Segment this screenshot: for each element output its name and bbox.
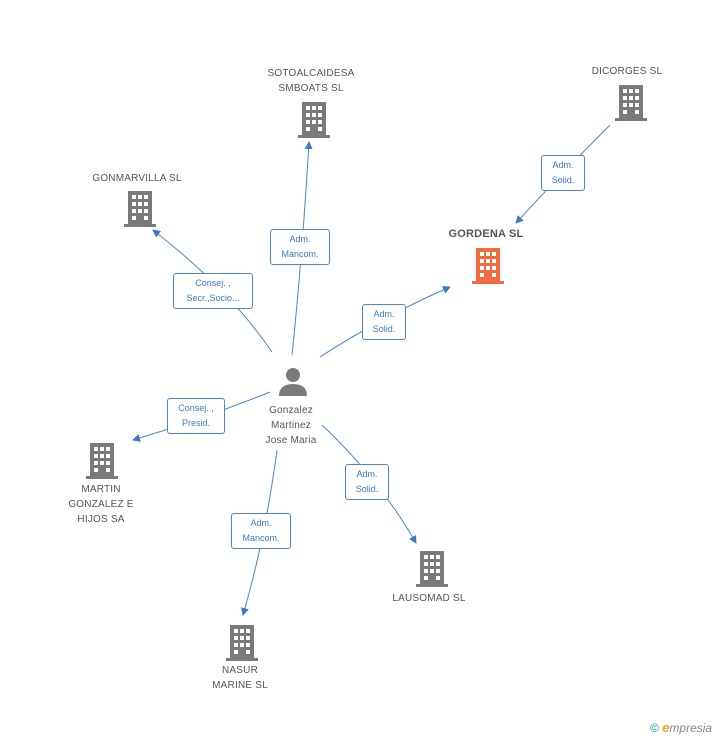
building-icon[interactable] (416, 551, 448, 587)
brand-e: e (662, 720, 670, 735)
building-icon[interactable] (86, 443, 118, 479)
building-icon-focus[interactable] (472, 248, 504, 284)
node-label-sotoalcaidesa[interactable]: SOTOALCAIDESA SMBOATS SL (267, 68, 355, 94)
relation-label-gonmarvilla: Consej. , Secr.,Socio... (173, 273, 253, 309)
brand-name: mpresia (669, 721, 713, 735)
relation-label-dicorges-gordena: Adm. Solid. (541, 155, 585, 191)
node-label-gonmarvilla[interactable]: GONMARVILLA SL (92, 173, 182, 184)
relation-label-lausomad: Adm. Solid. (345, 464, 389, 500)
node-label-martin[interactable]: MARTIN GONZALEZ E HIJOS SA (68, 484, 134, 525)
node-label-person[interactable]: Gonzalez Martinez Jose Maria (265, 405, 317, 446)
relation-label-martin: Consej. , Presid. (167, 398, 225, 434)
node-label-gordena[interactable]: GORDENA SL (448, 228, 524, 240)
relation-label-gordena: Adm. Solid. (362, 304, 406, 340)
node-label-dicorges[interactable]: DICORGES SL (591, 66, 663, 77)
building-icon[interactable] (124, 191, 156, 227)
building-icon[interactable] (226, 625, 258, 661)
node-label-nasur[interactable]: NASUR MARINE SL (212, 665, 268, 691)
relation-label-sotoalcaidesa: Adm. Mancom. (270, 229, 330, 265)
relation-label-nasur: Adm. Mancom. (231, 513, 291, 549)
node-label-lausomad[interactable]: LAUSOMAD SL (392, 593, 466, 604)
copyright-symbol: © (650, 721, 659, 735)
building-icon[interactable] (615, 85, 647, 121)
person-icon[interactable] (278, 367, 308, 397)
brand-logo: © empresia (650, 720, 712, 735)
building-icon[interactable] (298, 102, 330, 138)
